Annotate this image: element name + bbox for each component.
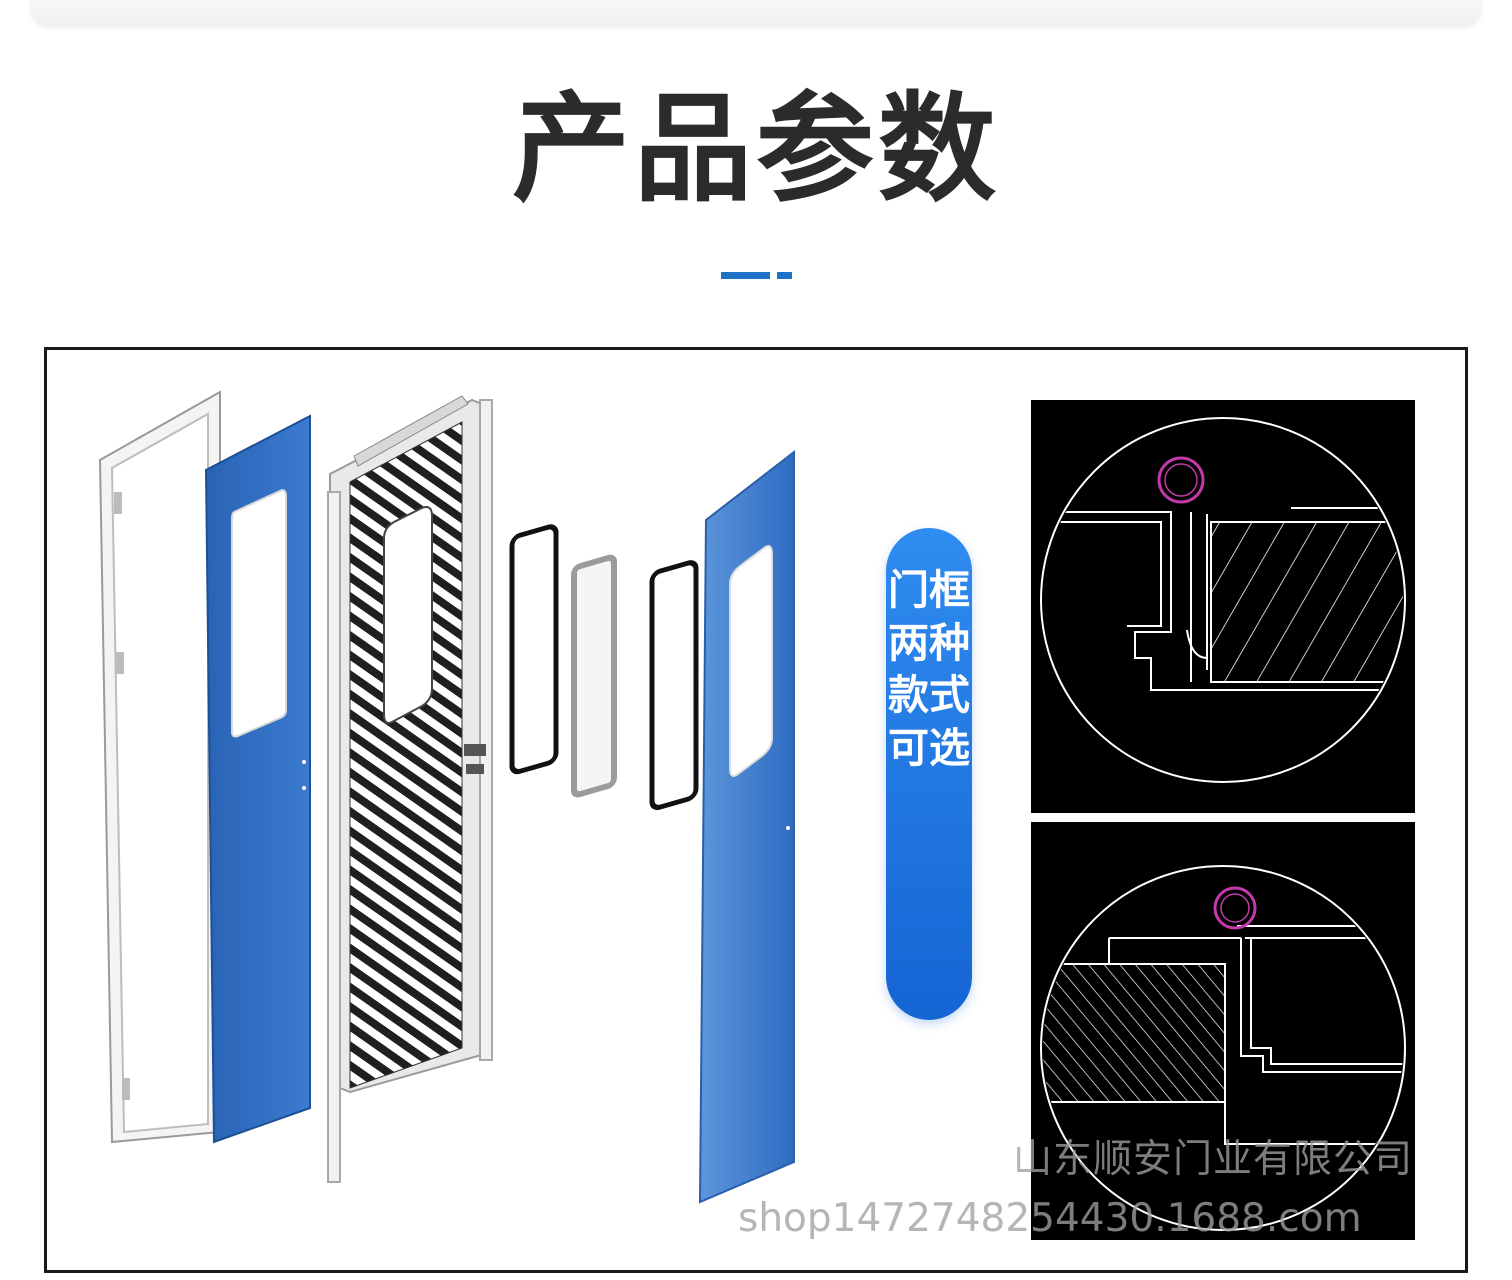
frame-style-badge-text: 门框两种款式可选 [888,566,970,772]
page-title: 产品参数 [511,80,1000,218]
title-accent-bar [721,272,770,279]
door-frame-part [98,390,221,1144]
door-panel-back [698,449,795,1204]
door-core-part [327,395,493,1183]
frame-section-detail-icon [1040,865,1406,1231]
frame-section-detail-icon [1040,417,1406,783]
watermark-company: 山东顺安门业有限公司 [1013,1137,1414,1182]
top-banner-edge [30,0,1482,26]
frame-section-detail-top [1031,400,1415,813]
door-panel-front [204,414,311,1144]
door-exploded-illustration [98,390,795,1204]
title-accent-dot [777,272,792,279]
window-gasket-part [509,524,699,811]
frame-section-detail-bottom [1031,822,1415,1240]
watermark-url: shop1472748254430.1688.com [738,1196,1362,1241]
frame-style-badge: 门框两种款式可选 [886,528,972,1020]
